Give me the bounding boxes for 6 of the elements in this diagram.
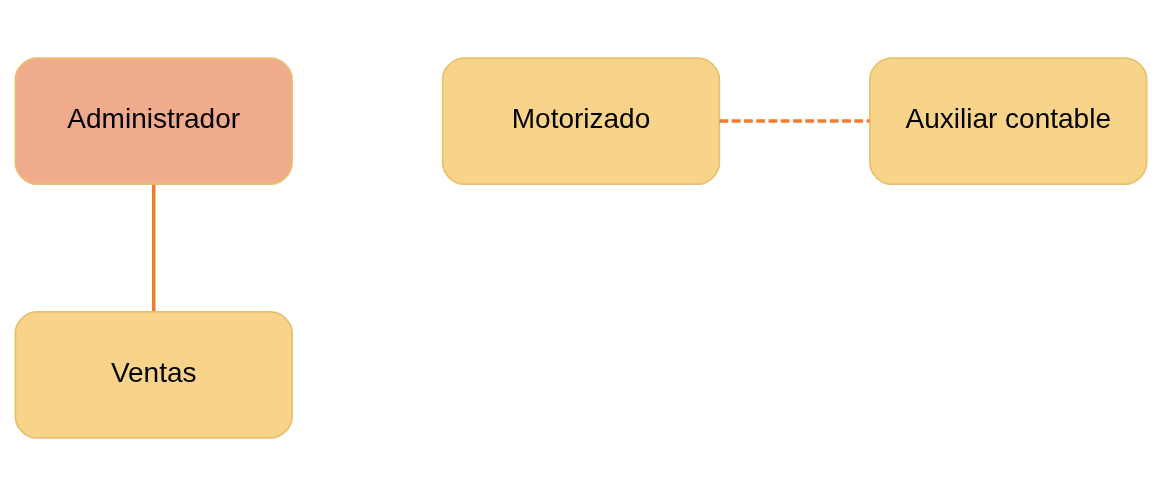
node-box: Motorizado — [441, 56, 721, 185]
connector — [719, 118, 870, 123]
connector — [152, 184, 156, 311]
node-box: Ventas — [14, 310, 293, 439]
node-box: Administrador — [14, 56, 293, 185]
node-box: Auxiliar contable — [869, 56, 1148, 185]
